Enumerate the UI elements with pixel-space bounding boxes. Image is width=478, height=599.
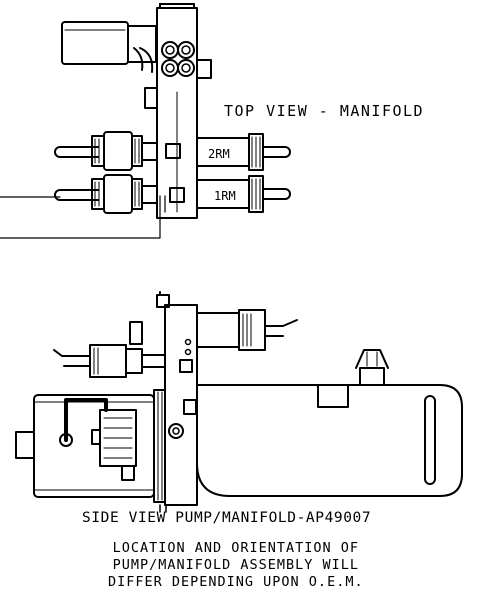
note-line-1: LOCATION AND ORIENTATION OF [112,540,360,556]
valve-right-lower [196,175,291,213]
top-view-manifold [0,3,291,239]
note-line-2: PUMP/MANIFOLD ASSEMBLY WILL [112,557,360,573]
valve-label-1rm: 1RM [214,189,236,203]
valve-left-lower [54,174,158,214]
top-view-title: TOP VIEW - MANIFOLD [224,102,425,120]
port-fittings [144,41,212,109]
manifold-block [156,7,198,219]
valve-right-upper [196,133,291,171]
note-line-3: DIFFER DEPENDING UPON O.E.M. [108,574,364,590]
top-solenoid-body [61,21,129,65]
side-view-pump-manifold [15,291,463,513]
side-valve-left [53,321,166,378]
reservoir-tank [196,349,463,497]
side-manifold-block [164,304,198,506]
installation-note: LOCATION AND ORIENTATION OF PUMP/MANIFOL… [108,540,364,591]
valve-label-2rm: 2RM [208,147,230,161]
pump-motor [15,389,197,503]
wiring-lines [0,195,166,239]
valve-left-upper [54,131,158,171]
side-view-title: SIDE VIEW PUMP/MANIFOLD-AP49007 [82,510,372,526]
side-valve-upper [196,309,298,351]
